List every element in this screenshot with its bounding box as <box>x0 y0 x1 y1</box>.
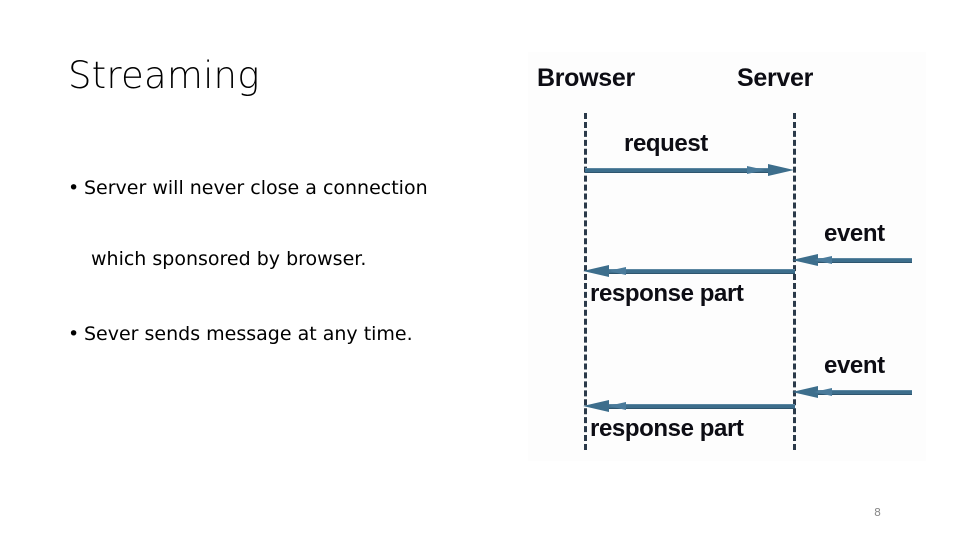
arrow-shaft <box>585 168 772 173</box>
arrowhead-left-icon <box>792 254 818 266</box>
message-label-event-1: event <box>824 220 885 247</box>
arrowhead-right-icon <box>768 164 794 176</box>
arrowhead-barb-icon <box>747 166 765 174</box>
message-label-request: request <box>624 130 708 157</box>
arrowhead-left-icon <box>583 265 609 277</box>
arrowhead-left-icon <box>583 400 609 412</box>
arrow-shaft <box>608 269 795 274</box>
arrowhead-left-icon <box>792 386 818 398</box>
bullet-item-2: •Sever sends message at any time. <box>68 322 413 348</box>
arrow-shaft <box>814 390 912 395</box>
arrowhead-barb-icon <box>814 388 832 396</box>
bullet-item-1-continuation: which sponsored by browser. <box>91 247 366 273</box>
bullet-marker-icon: • <box>68 177 80 199</box>
bullet-text-1: Server will never close a connection <box>84 177 428 199</box>
bullet-marker-icon: • <box>68 323 80 345</box>
arrow-shaft <box>608 404 795 409</box>
arrowhead-barb-icon <box>608 267 626 275</box>
message-arrow-request <box>585 164 794 176</box>
arrow-shaft <box>814 258 912 263</box>
participant-label-server: Server <box>737 64 814 92</box>
message-arrow-event-2 <box>792 386 912 398</box>
message-arrow-response-2 <box>583 400 795 412</box>
lifeline-browser <box>584 113 587 450</box>
lifeline-server <box>793 113 796 450</box>
page-number: 8 <box>874 506 881 519</box>
message-arrow-event-1 <box>792 254 912 266</box>
sequence-diagram: Browser Server request event response pa… <box>528 52 926 461</box>
message-label-response-2: response part <box>590 415 744 442</box>
arrowhead-barb-icon <box>608 402 626 410</box>
participant-label-browser: Browser <box>537 64 635 92</box>
message-label-response-1: response part <box>590 280 744 307</box>
message-arrow-response-1 <box>583 265 795 277</box>
page-title: Streaming <box>68 54 260 97</box>
message-label-event-2: event <box>824 352 885 379</box>
bullet-text-2: Sever sends message at any time. <box>84 323 413 345</box>
bullet-text-1-continuation: which sponsored by browser. <box>91 248 367 270</box>
bullet-item-1: •Server will never close a connection <box>68 176 428 202</box>
arrowhead-barb-icon <box>814 256 832 264</box>
